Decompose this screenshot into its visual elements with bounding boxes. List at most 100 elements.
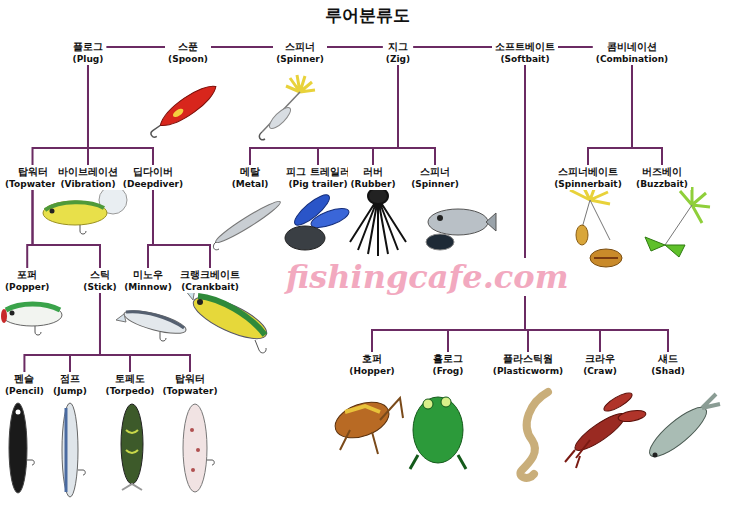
korean-name: 크랭크베이트	[180, 268, 240, 281]
english-name: (Pencil)	[5, 385, 44, 397]
jump-lure	[62, 403, 85, 497]
lure-category: 스피너(Spinner)	[273, 40, 327, 65]
tree-connector	[33, 65, 88, 165]
korean-name: 버즈베이	[636, 165, 688, 178]
english-name: (Spinner)	[411, 178, 459, 190]
english-name: (Crankbait)	[180, 281, 240, 293]
korean-name: 소프트베이트	[495, 40, 555, 53]
pig-trailer	[285, 190, 351, 250]
korean-name: 바이브레이션	[58, 165, 118, 178]
tree-connector	[327, 46, 383, 48]
korean-name: 딥다이버	[123, 165, 183, 178]
english-name: (Rubber)	[351, 178, 396, 190]
lure-category: 탑워터(Topwater)	[2, 165, 63, 190]
spinner-lure	[259, 75, 315, 140]
english-name: (Shad)	[651, 365, 685, 377]
worm-softbait	[520, 392, 548, 478]
craw-softbait	[565, 390, 647, 468]
lure-category: 메탈(Metal)	[229, 165, 272, 190]
korean-name: 호퍼	[349, 352, 394, 365]
tree-connector	[413, 46, 492, 48]
lure-category: 펜슬(Pencil)	[2, 372, 47, 397]
tree-connector	[398, 65, 435, 165]
korean-name: 플라스틱웜	[493, 352, 563, 365]
english-name: (Buzzbait)	[636, 178, 688, 190]
tree-connector	[588, 65, 632, 165]
english-name: (Hopper)	[349, 365, 394, 377]
lure-category: 포퍼(Popper)	[2, 268, 52, 293]
lure-category: 딥다이버(Deepdiver)	[120, 165, 186, 190]
english-name: (Combination)	[596, 53, 668, 65]
lure-category: 지그(Zig)	[383, 40, 413, 65]
tree-connector	[558, 46, 593, 48]
korean-name: 섀드	[651, 352, 685, 365]
korean-name: 펜슬	[5, 372, 44, 385]
lure-category: 섀드(Shad)	[648, 352, 688, 377]
lure-category: 토페도(Torpedo)	[103, 372, 158, 397]
korean-name: 크라우	[583, 352, 617, 365]
korean-name: 스피너	[411, 165, 459, 178]
korean-name: 점프	[53, 372, 87, 385]
english-name: (Jump)	[53, 385, 87, 397]
lure-category: 플로그(Plug)	[70, 40, 107, 65]
lure-category: 콤비네이션(Combination)	[593, 40, 671, 65]
tree-connector	[525, 65, 668, 352]
english-name: (Torpedo)	[106, 385, 155, 397]
english-name: (Deepdiver)	[123, 178, 183, 190]
lure-category: 점프(Jump)	[50, 372, 90, 397]
english-name: (Popper)	[5, 281, 49, 293]
spinnerbait-lure	[570, 184, 622, 267]
tree-connector	[372, 65, 525, 352]
tree-connector	[88, 65, 153, 165]
english-name: (Spinnerbait)	[554, 178, 622, 190]
lure-category: 스피너(Spinner)	[408, 165, 462, 190]
english-name: (Vibration)	[58, 178, 118, 190]
korean-name: 탑워터	[162, 372, 217, 385]
tree-connector	[100, 293, 190, 372]
crankbait-lure	[185, 288, 272, 353]
english-name: (Topwater)	[162, 385, 217, 397]
lure-category: 러버(Rubber)	[348, 165, 399, 190]
english-name: (Spinner)	[276, 53, 324, 65]
shad-softbait	[643, 394, 720, 464]
english-name: (Spoon)	[168, 53, 208, 65]
spinner-jig	[426, 209, 496, 250]
tree-connector	[525, 65, 600, 352]
tree-connector	[70, 293, 100, 372]
lure-category: 피그 트레일러(Pig trailer)	[283, 165, 352, 190]
metal-jig	[213, 198, 283, 250]
lure-category: 스피너베이트(Spinnerbait)	[551, 165, 625, 190]
spoon-lure	[145, 79, 221, 139]
korean-name: 토페도	[106, 372, 155, 385]
lure-category: 바이브레이션(Vibration)	[55, 165, 121, 190]
tree-connector	[100, 293, 130, 372]
hopper-softbait	[330, 395, 403, 454]
frog-softbait	[410, 397, 466, 469]
popper-lure	[1, 304, 62, 335]
tree-connector	[211, 46, 273, 48]
torpedo-lure	[121, 404, 143, 490]
korean-name: 포퍼	[5, 268, 49, 281]
korean-name: 훌로그	[433, 352, 464, 365]
tree-connector	[250, 65, 398, 165]
lure-category: 탑워터(Topwater)	[159, 372, 220, 397]
lure-category: 크라우(Craw)	[580, 352, 620, 377]
english-name: (Pig trailer)	[286, 178, 349, 190]
rubber-jig	[350, 188, 406, 256]
diagram-title: 루어분류도	[321, 4, 414, 27]
korean-name: 탑워터	[5, 165, 60, 178]
english-name: (Craw)	[583, 365, 617, 377]
buzzbait-lure	[645, 187, 710, 257]
english-name: (Metal)	[232, 178, 269, 190]
lure-category: 플라스틱웜(Plasticworm)	[490, 352, 566, 377]
tree-connector	[106, 46, 165, 48]
english-name: (Plasticworm)	[493, 365, 563, 377]
watermark: fishingcafe.com	[282, 258, 573, 296]
korean-name: 러버	[351, 165, 396, 178]
english-name: (Stick)	[83, 281, 116, 293]
english-name: (Plug)	[73, 53, 104, 65]
tree-connector	[24, 293, 100, 372]
lure-category: 크랭크베이트(Crankbait)	[177, 268, 243, 293]
lure-category: 미노우(Minnow)	[121, 268, 175, 293]
